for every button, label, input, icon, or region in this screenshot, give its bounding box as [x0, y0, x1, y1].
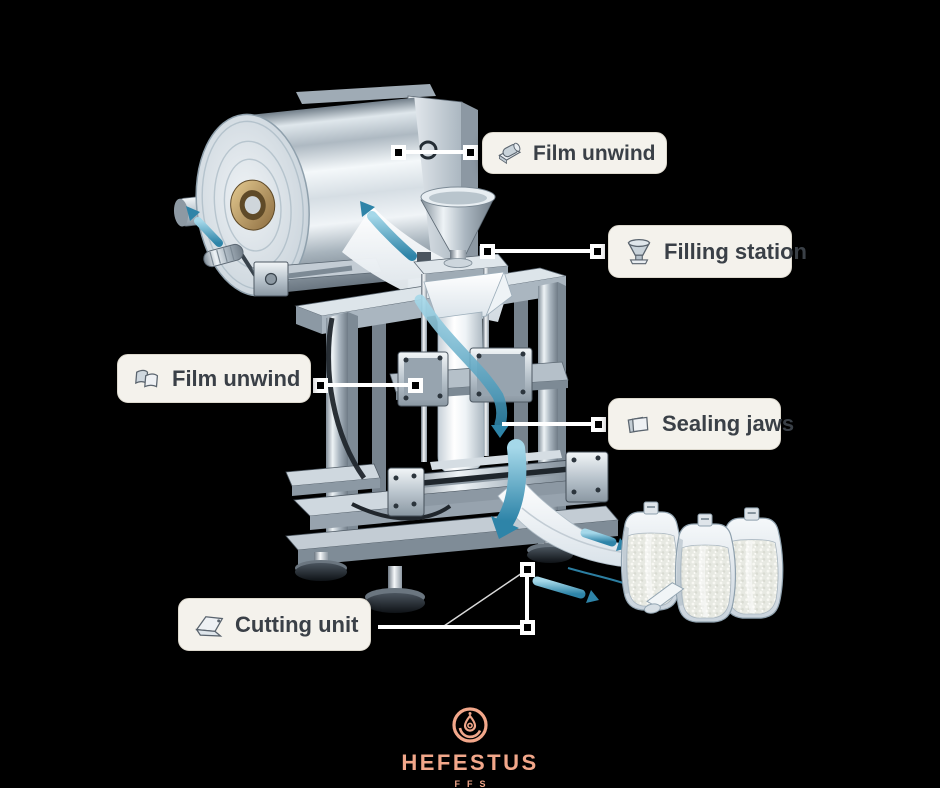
hefestus-logo-icon: [452, 707, 488, 743]
tension-roller: [203, 243, 383, 297]
callout-label: Sealing jaws: [662, 411, 795, 436]
callout-film-unwind-left: Film unwind: [117, 354, 311, 403]
cut-film-scrap: [644, 582, 685, 614]
connector-node: [480, 244, 495, 259]
connector-filling-station: [487, 249, 597, 253]
horizontal-sealing-jaws: [387, 450, 609, 517]
callout-label: Cutting unit: [235, 611, 359, 637]
callout-label: Filling station: [664, 238, 807, 264]
callout-cutting-unit: Cutting unit: [178, 598, 371, 651]
film-roll-icon: [498, 142, 522, 165]
film-sheets-icon: [135, 369, 159, 388]
connector-node: [463, 145, 478, 160]
connector-film-unwind-top: [398, 150, 470, 154]
brand-logo: HEFESTUS FFS: [0, 704, 940, 788]
finished-pouches: [620, 501, 784, 623]
cutting-unit-leader-line: [443, 570, 526, 627]
callout-label: Film unwind: [533, 141, 656, 165]
connector-cutting-unit-h: [378, 625, 521, 629]
connector-node: [590, 244, 605, 259]
brand-subtitle: FFS: [454, 779, 493, 788]
pouch: [620, 501, 683, 611]
hopper-icon: [627, 238, 651, 265]
connector-node: [591, 417, 606, 432]
connector-sealing-jaws: [502, 422, 591, 426]
connector-cutting-unit-v: [525, 577, 529, 621]
cutter-icon: [195, 615, 224, 637]
callout-film-unwind-top: Film unwind: [482, 132, 667, 174]
sealing-pads-icon: [627, 416, 649, 433]
connector-node: [520, 562, 535, 577]
connector-node: [520, 620, 535, 635]
pouch: [720, 507, 784, 619]
vertical-seal-clamps: [389, 347, 569, 407]
film-path-arrows: [186, 201, 639, 603]
brand-name: HEFESTUS: [401, 750, 539, 775]
connector-film-unwind-left: [320, 383, 415, 387]
callout-filling-station: Filling station: [608, 225, 807, 278]
connector-node: [391, 145, 406, 160]
connector-node: [313, 378, 328, 393]
pouch: [674, 513, 737, 623]
callout-label: Film unwind: [172, 365, 301, 391]
connector-node: [408, 378, 423, 393]
callout-sealing-jaws: Sealing jaws: [608, 398, 794, 450]
